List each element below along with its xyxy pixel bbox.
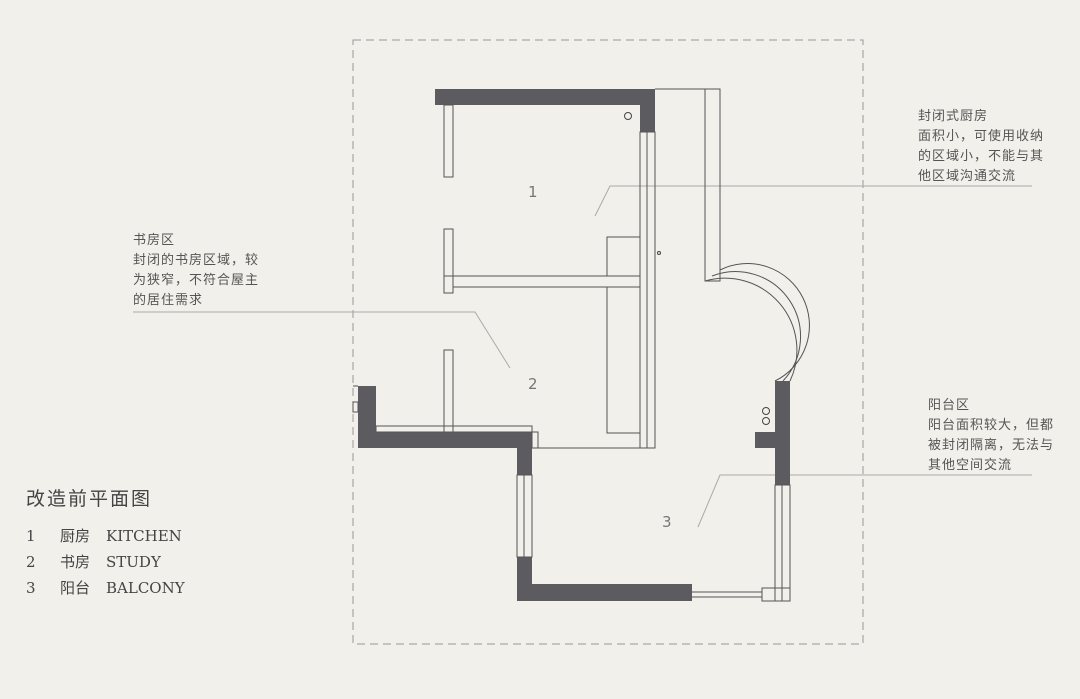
- legend-item: 2 书房 STUDY: [26, 549, 185, 575]
- fixtures: [624, 112, 770, 425]
- study-note-line: 封闭的书房区域，较: [133, 253, 260, 268]
- drain-icon: [657, 251, 661, 255]
- balcony-callout-line: [697, 474, 1032, 528]
- balcony-note-line: 阳台面积较大，但都: [928, 418, 1055, 433]
- legend-item-cn: 厨房: [60, 527, 91, 545]
- legend-item-en: KITCHEN: [106, 527, 182, 545]
- kitchen-note-line: 他区域沟通交流: [918, 169, 1017, 184]
- study-note-line: 为狭窄，不符合屋主: [133, 273, 260, 288]
- legend-title: 改造前平面图: [26, 488, 153, 510]
- kitchen-note: 封闭式厨房 面积小，可使用收纳 的区域小，不能与其 他区域沟通交流: [918, 107, 1044, 187]
- balcony-note-line: 其他空间交流: [928, 458, 1013, 473]
- kitchen-note-title: 封闭式厨房: [918, 109, 989, 124]
- study-note-title: 书房区: [133, 233, 176, 248]
- dashed-boundary: [352, 39, 864, 645]
- legend: 改造前平面图 1 厨房 KITCHEN 2 书房 STUDY 3 阳台 BALC…: [26, 484, 185, 601]
- kitchen-callout-line: [594, 185, 1032, 217]
- callout-lines: [133, 185, 1032, 528]
- drain-icon: [624, 112, 632, 120]
- room-number-study: 2: [528, 375, 538, 393]
- legend-item-cn: 书房: [60, 553, 91, 571]
- balcony-note: 阳台区 阳台面积较大，但都 被封闭隔离，无法与 其他空间交流: [928, 396, 1054, 476]
- drain-icon: [762, 407, 770, 415]
- legend-item: 3 阳台 BALCONY: [26, 575, 185, 601]
- study-note-line: 的居住需求: [133, 293, 204, 308]
- legend-item-cn: 阳台: [60, 579, 91, 597]
- study-callout-line: [133, 311, 511, 369]
- legend-item-number: 1: [26, 527, 36, 545]
- room-number-kitchen: 1: [528, 183, 538, 201]
- legend-item-number: 3: [26, 579, 36, 597]
- kitchen-note-line: 的区域小，不能与其: [918, 149, 1045, 164]
- legend-item: 1 厨房 KITCHEN: [26, 523, 185, 549]
- thin-walls: [352, 88, 810, 602]
- balcony-note-title: 阳台区: [928, 398, 971, 413]
- room-number-balcony: 3: [662, 513, 672, 531]
- study-note: 书房区 封闭的书房区域，较 为狭窄，不符合屋主 的居住需求: [133, 231, 259, 311]
- solid-walls: [358, 89, 790, 601]
- drain-icon: [762, 417, 770, 425]
- legend-item-en: BALCONY: [106, 579, 185, 597]
- kitchen-note-line: 面积小，可使用收纳: [918, 129, 1045, 144]
- balcony-note-line: 被封闭隔离，无法与: [928, 438, 1055, 453]
- legend-item-en: STUDY: [106, 553, 161, 571]
- legend-item-number: 2: [26, 553, 36, 571]
